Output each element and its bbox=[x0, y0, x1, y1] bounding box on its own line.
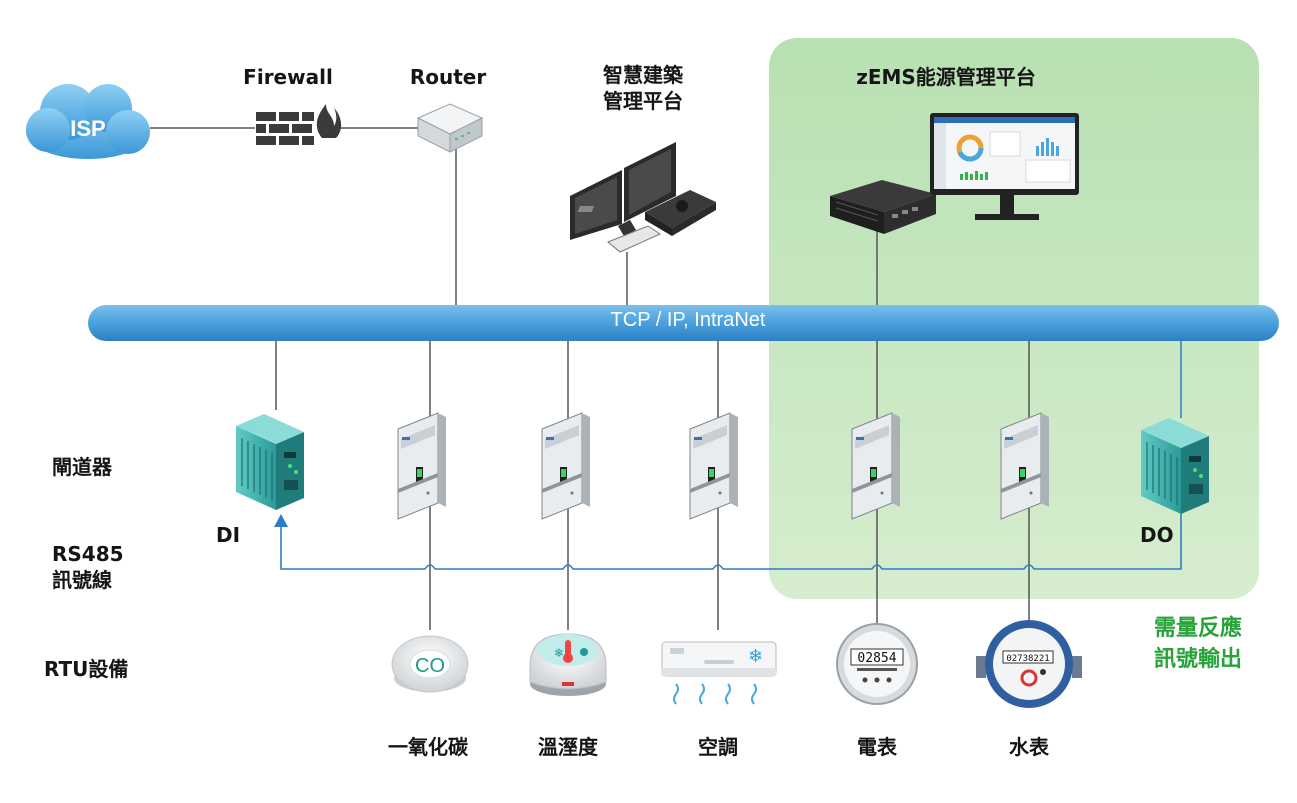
bms-platform-line-1: 智慧建築 bbox=[603, 63, 683, 87]
firewall-icon bbox=[256, 104, 342, 145]
svg-text:❄: ❄ bbox=[554, 646, 564, 660]
isp-cloud-icon bbox=[26, 84, 150, 159]
row-label-rs485: RS485 訊號線 bbox=[52, 541, 124, 593]
row-label-rs485-line-1: RS485 bbox=[52, 542, 124, 566]
rs485-signal-line bbox=[280, 510, 1182, 570]
zems-monitor-icon bbox=[930, 113, 1079, 220]
router-icon bbox=[416, 103, 484, 153]
zems-hardware-icon bbox=[830, 180, 936, 234]
demand-response-line-1: 需量反應 bbox=[1154, 616, 1243, 641]
zems-platform-label: zEMS能源管理平台 bbox=[856, 65, 1036, 89]
di-label: DI bbox=[216, 523, 241, 547]
water-meter-reading: 02738221 bbox=[1006, 654, 1049, 664]
electric-meter-reading: 02854 bbox=[857, 651, 896, 666]
gateway-co-icon bbox=[397, 412, 447, 520]
row-label-rs485-line-2: 訊號線 bbox=[52, 568, 112, 592]
row-label-rtu: RTU設備 bbox=[44, 657, 129, 681]
demand-response-label: 需量反應 訊號輸出 bbox=[1154, 614, 1242, 676]
do-gateway-icon bbox=[1140, 417, 1210, 515]
gateway-ac-icon bbox=[689, 412, 739, 520]
bms-platform-label: 智慧建築 管理平台 bbox=[603, 62, 683, 114]
uplink-lines bbox=[150, 127, 878, 306]
do-label: DO bbox=[1140, 523, 1174, 547]
tcp-ip-bus bbox=[88, 305, 1279, 341]
isp-label: ISP bbox=[70, 116, 106, 141]
row-label-gateway: 閘道器 bbox=[52, 455, 112, 479]
bms-workstation-icon bbox=[570, 142, 716, 253]
di-arrow-icon bbox=[274, 514, 288, 527]
co-text: CO bbox=[415, 655, 445, 677]
firewall-label: Firewall bbox=[243, 65, 333, 89]
device-name-ac: 空調 bbox=[698, 735, 738, 759]
co-detector-icon: CO bbox=[391, 635, 469, 693]
device-name-electric-meter: 電表 bbox=[857, 735, 897, 759]
temp-humidity-sensor-icon: ❄ bbox=[529, 633, 607, 696]
device-name-temp-humidity: 溫溼度 bbox=[538, 735, 598, 759]
demand-response-line-2: 訊號輸出 bbox=[1154, 646, 1243, 672]
electric-meter-icon: 02854 bbox=[836, 623, 918, 705]
gateway-electric-meter-icon bbox=[851, 412, 901, 520]
water-meter-icon: 02738221 bbox=[976, 620, 1082, 708]
device-name-water-meter: 水表 bbox=[1009, 735, 1049, 759]
svg-text:❄: ❄ bbox=[748, 646, 763, 667]
di-gateway-icon bbox=[235, 413, 305, 511]
router-label: Router bbox=[409, 65, 487, 89]
bms-platform-line-2: 管理平台 bbox=[603, 89, 683, 113]
device-name-co: 一氧化碳 bbox=[388, 735, 468, 759]
bus-label: TCP / IP, IntraNet bbox=[610, 309, 766, 331]
gateway-temp-humidity-icon bbox=[541, 412, 591, 520]
air-conditioner-icon: ❄ bbox=[661, 641, 777, 705]
gateway-water-meter-icon bbox=[1000, 412, 1050, 520]
